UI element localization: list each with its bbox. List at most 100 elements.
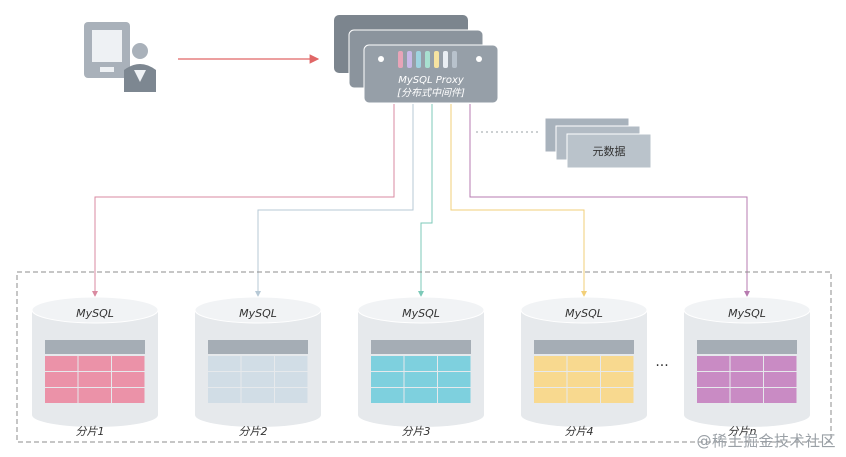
proxy-box <box>363 44 499 104</box>
connector-arrowhead <box>92 291 98 297</box>
table-cell <box>567 356 600 371</box>
connector-line <box>450 104 585 296</box>
proxy-stack: MySQL Proxy [分布式中间件] <box>334 15 499 104</box>
connector-line <box>469 104 748 296</box>
connector-arrowhead <box>744 291 750 297</box>
database-label: MySQL <box>402 307 440 320</box>
connector-line <box>420 104 433 296</box>
table-cell <box>567 372 600 387</box>
table-cell <box>78 372 111 387</box>
table-cell <box>567 388 600 403</box>
database-label: MySQL <box>565 307 603 320</box>
shard-4: MySQL 分片4 <box>520 296 648 438</box>
proxy-stripe <box>398 51 403 68</box>
shard-cluster-boundary <box>16 271 832 443</box>
table-cell <box>404 372 437 387</box>
cylinder-bottom <box>32 403 158 427</box>
table-cell <box>275 356 308 371</box>
proxy-stripe <box>434 51 439 68</box>
shard-5: MySQL 分片n <box>683 296 811 438</box>
table-cell <box>764 356 797 371</box>
shard-2: MySQL 分片2 <box>194 296 322 438</box>
proxy-stripe <box>416 51 421 68</box>
table-cell <box>241 388 274 403</box>
table-cell <box>371 388 404 403</box>
table-cell <box>534 356 567 371</box>
cylinder-bottom <box>358 403 484 427</box>
proxy-indicator-stripes <box>398 51 457 68</box>
database-label: MySQL <box>76 307 114 320</box>
table-header <box>371 340 471 354</box>
connector-arrowhead <box>581 291 587 297</box>
database-label: MySQL <box>239 307 277 320</box>
shard-name: 分片n <box>728 425 757 438</box>
cylinder-top <box>194 296 322 324</box>
table-cell <box>241 372 274 387</box>
table-cell <box>697 388 730 403</box>
table-cell <box>534 372 567 387</box>
connector-line <box>94 104 395 296</box>
table-cell <box>697 372 730 387</box>
table-cell <box>697 356 730 371</box>
cylinder-top <box>683 296 811 324</box>
cylinder-bottom <box>684 403 810 427</box>
proxy-subtitle: [分布式中间件] <box>397 87 465 99</box>
table-grid <box>534 356 634 403</box>
cylinder-top <box>31 296 159 324</box>
cylinder-bottom <box>195 403 321 427</box>
table-cell <box>534 388 567 403</box>
connector-line <box>257 104 414 296</box>
table-cell <box>45 372 78 387</box>
table-cell <box>601 388 634 403</box>
table-cell <box>275 388 308 403</box>
table-grid <box>45 356 145 403</box>
table-grid <box>697 356 797 403</box>
table-cell <box>208 388 241 403</box>
table-cell <box>438 356 471 371</box>
metadata-stack: 元数据 <box>476 117 652 169</box>
table-cell <box>730 388 763 403</box>
table-cell <box>371 356 404 371</box>
table-cell <box>730 372 763 387</box>
table-cell <box>112 372 145 387</box>
proxy-stripe <box>443 51 448 68</box>
table-cell <box>112 356 145 371</box>
shard-name: 分片4 <box>565 425 594 438</box>
table-cell <box>78 388 111 403</box>
table-cell <box>208 372 241 387</box>
shard-name: 分片2 <box>239 425 268 438</box>
table-cell <box>241 356 274 371</box>
table-cell <box>404 356 437 371</box>
metadata-label: 元数据 <box>593 144 626 158</box>
table-cell <box>208 356 241 371</box>
table-header <box>208 340 308 354</box>
proxy-title: MySQL Proxy <box>398 75 465 86</box>
table-cell <box>764 372 797 387</box>
table-cell <box>764 388 797 403</box>
table-grid <box>371 356 471 403</box>
table-cell <box>601 372 634 387</box>
table-header <box>697 340 797 354</box>
table-cell <box>112 388 145 403</box>
table-cell <box>730 356 763 371</box>
table-cell <box>601 356 634 371</box>
cylinder-top <box>520 296 648 324</box>
table-header <box>534 340 634 354</box>
user-terminal-icon <box>84 22 156 92</box>
shard-3: MySQL 分片3 <box>357 296 485 438</box>
proxy-stripe <box>452 51 457 68</box>
database-label: MySQL <box>728 307 766 320</box>
table-grid <box>208 356 308 403</box>
table-cell <box>371 372 404 387</box>
table-cell <box>45 388 78 403</box>
table-cell <box>78 356 111 371</box>
proxy-stripe <box>407 51 412 68</box>
shard-name: 分片3 <box>402 425 431 438</box>
table-cell <box>275 372 308 387</box>
watermark: @稀土掘金技术社区 <box>696 432 836 450</box>
connector-arrowhead <box>255 291 261 297</box>
connector-arrowhead <box>418 291 424 297</box>
